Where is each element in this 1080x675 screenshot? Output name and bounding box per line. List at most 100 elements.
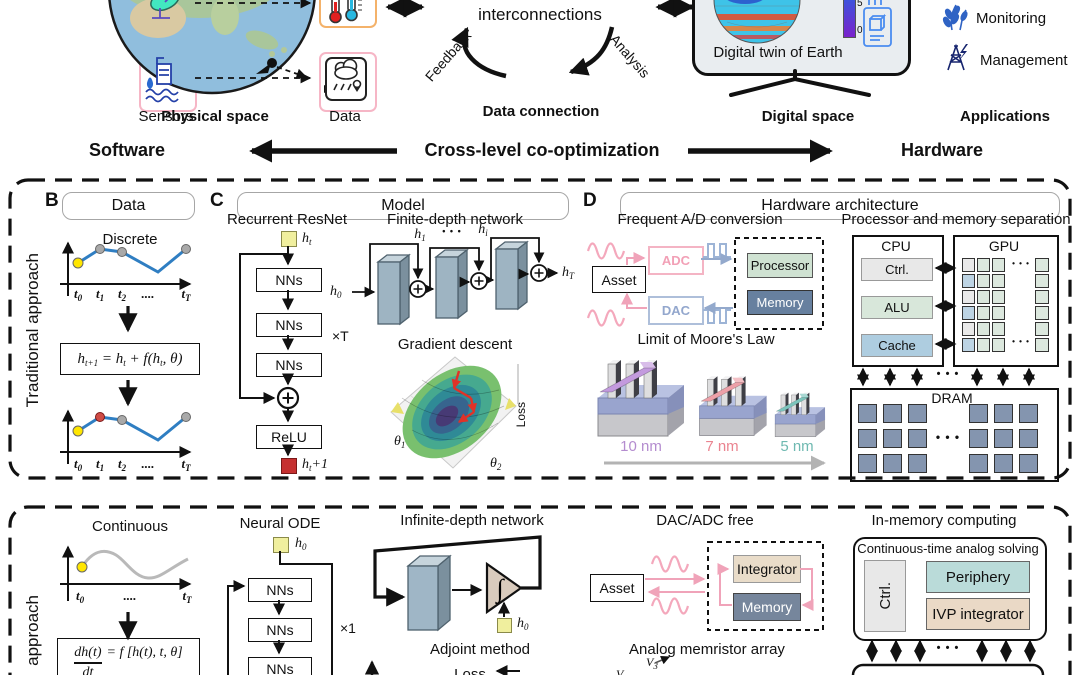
memory-box: Memory [747,290,813,315]
repeat-times-1: ×1 [340,620,356,636]
memory-cell [1035,322,1049,336]
inf-h0-square [497,618,512,633]
data-panel-header: Data [62,192,195,220]
dacadc-free-title: DAC/ADC free [656,512,754,529]
management-label: Management [980,52,1068,69]
hi-label: hi [478,222,488,238]
sensor-data-arrows [195,0,312,84]
memory-cell [969,429,988,448]
ode-nns-1: NNs [248,578,312,602]
monitoring-wheat-icon [942,4,968,31]
nns-box-2: NNs [256,313,322,337]
processor-box: Processor [747,253,813,278]
resnet-input-square [281,231,297,247]
inf-h0-label: h0 [517,616,529,632]
hT-label: hT [562,265,575,281]
relu-box: ReLU [256,425,322,449]
memory-cell [883,404,902,423]
tick-t1: t1 [95,286,105,303]
gradient-descent-title: Gradient descent [397,336,513,353]
memory-cell [992,258,1005,272]
cross-level-label: Cross-level co-optimization [424,140,660,160]
adjoint-title: Adjoint method [429,641,531,658]
thermometer-box [319,0,377,28]
sensors-label: Sensors [138,108,194,125]
dram-cells-left [858,404,927,473]
tick-tT: tT [181,286,191,303]
tick-dots-c: .... [123,588,137,603]
monitor-frame [692,0,911,76]
analog-wave-icon [650,555,690,573]
loss-axis-label: Loss [514,402,528,428]
ode-input-label: h0 [295,536,307,552]
analog-wave-icon [650,597,690,615]
memory-cell [994,454,1013,473]
buoy-sensor-box [139,52,197,112]
memory-cell [883,454,902,473]
asset-box: Asset [592,266,646,293]
infinite-title: Infinite-depth network [400,512,544,529]
imc-box-title: Continuous-time analog solving [857,541,1039,556]
panel-letter-b: B [45,190,59,211]
memory-cell [992,274,1005,288]
plus-icons [409,264,548,298]
memory-cell [992,290,1005,304]
node-10nm: 10 nm [620,438,662,455]
analysis-label: Analysis [606,31,654,81]
adc-title: Frequent A/D conversion [617,211,783,228]
memory-cell [977,338,990,352]
applications-label: Applications [959,108,1051,125]
memory-cell [858,404,877,423]
colorbar-max: 5 [857,0,863,9]
memory-cell [977,258,990,272]
finite-depth-network [352,237,559,326]
cache-box: Cache [861,334,933,357]
panel-letter-c: C [210,190,224,211]
memory-cell [969,454,988,473]
memory-cell [908,404,927,423]
memory-cell [858,429,877,448]
tick-t0: t0 [73,286,83,303]
memory-cell [962,290,975,304]
memory-cell [1019,454,1038,473]
memory-cell [1019,429,1038,448]
descent-path [451,370,477,423]
cpu-label: CPU [881,238,911,254]
interconnections-label: interconnections [478,5,602,24]
colorbar [843,0,856,38]
ode-equation: dh(t)dt = f [h(t), t, θ] [57,638,200,675]
theta1-label: θ1 [394,434,406,450]
adc-box: ADC [648,246,704,275]
memory-cell [977,290,990,304]
memory-cell [992,306,1005,320]
memory-cell [994,429,1013,448]
discrete-subtitle: Discrete [102,231,158,248]
memory-cell [908,429,927,448]
data-connection-label: Data connection [482,103,600,120]
memory-cell [962,258,975,272]
gpu-label: GPU [988,238,1020,254]
memory-cell [994,404,1013,423]
node-5nm: 5 nm [780,438,814,455]
dac-box: DAC [648,296,704,325]
imc-title: In-memory computing [871,512,1017,529]
discrete-equation: ht+1 = ht + f(ht, θ) [60,343,200,375]
memory-cell [1035,258,1049,272]
node-7nm: 7 nm [705,438,739,455]
v-partial-label: V [616,667,624,675]
bus-dots: • • • [936,368,960,380]
nns-box-1: NNs [256,268,322,292]
memory-cell [1035,306,1049,320]
memory-cell [977,306,990,320]
gpu-core-grid [962,258,1005,352]
memory-cell [1035,338,1049,352]
dram-dots: • • • [935,430,961,444]
digital-space-label: Digital space [761,108,855,125]
imc-ctrl-box: Ctrl. [864,560,906,632]
proposed-row-label: approach [23,594,42,666]
v3-label: V3 [646,655,658,671]
theta2-label: θ2 [490,456,502,472]
colorbar-min: 0 [857,25,863,36]
moore-title: Limit of Moore's Law [637,331,775,348]
